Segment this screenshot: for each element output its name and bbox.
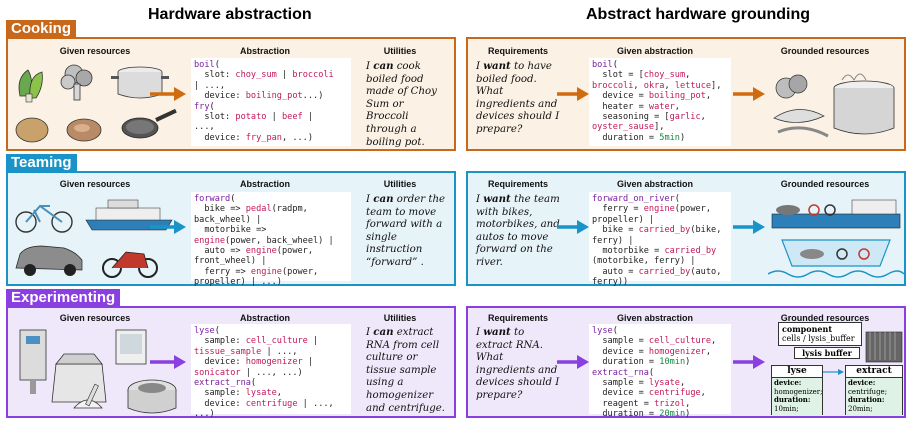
teaming-col-grounded-resources: Grounded resources bbox=[780, 179, 870, 189]
grounded-lysis-buffer: lysis buffer bbox=[794, 347, 860, 359]
grounded-lyse-device-value: homogenizer; bbox=[774, 387, 823, 396]
bike-icon bbox=[15, 204, 73, 233]
cooking-right-arrow-1 bbox=[557, 85, 591, 103]
cooking-resources-illustration bbox=[12, 58, 182, 148]
heading-hardware-abstraction: Hardware abstraction bbox=[148, 6, 312, 23]
incubator-icon bbox=[115, 329, 147, 365]
teaming-requirement-text: I want the team with bikes, motorbikes, … bbox=[476, 193, 560, 268]
teaming-given-abstraction-code: forward_on_river( ferry = engine(power, … bbox=[589, 192, 731, 287]
ferry-with-vehicles-icon bbox=[771, 199, 901, 229]
experimenting-col-abstraction: Abstraction bbox=[239, 313, 290, 323]
grounded-lyse-duration-value: 10min; bbox=[774, 404, 799, 413]
section-tag-experimenting: Experimenting bbox=[6, 289, 121, 306]
vegetables-icon bbox=[773, 74, 829, 138]
grounded-extract-device-value: centrifuge; bbox=[848, 387, 888, 396]
section-tag-cooking: Cooking bbox=[6, 20, 76, 37]
teaming-utility-text: I can order the team to move forward wit… bbox=[366, 193, 446, 268]
teaming-col-given-resources: Given resources bbox=[59, 179, 131, 189]
choy-sum-icon bbox=[18, 69, 43, 103]
experimenting-given-abstraction-code: lyse( sample = cell_culture, device = ho… bbox=[589, 324, 731, 419]
grounded-tube-rack bbox=[864, 322, 904, 368]
teaming-resources-illustration bbox=[12, 192, 182, 282]
experimenting-resources-illustration bbox=[12, 324, 182, 416]
centrifuge-icon bbox=[127, 379, 177, 414]
mortar-pestle-icon bbox=[73, 383, 103, 409]
grounded-lyse-to-extract-arrow bbox=[823, 368, 845, 376]
motorbike-icon bbox=[102, 251, 158, 278]
teaming-right-arrow-2 bbox=[733, 218, 767, 236]
cooking-abstraction-code: boil( slot: choy_sum | broccoli | ..., d… bbox=[191, 58, 351, 146]
cooking-col-utilities: Utilities bbox=[383, 46, 417, 56]
beef-icon bbox=[66, 118, 102, 142]
experimenting-col-grounded-resources: Grounded resources bbox=[780, 313, 870, 323]
experimenting-abstraction-code: lyse( sample: cell_culture | tissue_samp… bbox=[191, 324, 351, 419]
grounded-extract-device-label: device: bbox=[848, 378, 876, 387]
teaming-col-given-abstraction: Given abstraction bbox=[616, 179, 694, 189]
potato-icon bbox=[15, 117, 49, 143]
car-icon bbox=[15, 245, 83, 276]
broccoli-icon bbox=[60, 64, 93, 101]
teaming-col-requirements: Requirements bbox=[487, 179, 549, 189]
experimenting-col-given-abstraction: Given abstraction bbox=[616, 313, 694, 323]
experimenting-right-arrow-2 bbox=[733, 353, 767, 371]
grounded-extract-duration-value: 20min; bbox=[848, 404, 873, 413]
experimenting-col-utilities: Utilities bbox=[383, 313, 417, 323]
cooking-col-requirements: Requirements bbox=[487, 46, 549, 56]
grounded-extract-box: extract device: centrifuge; duration: 20… bbox=[845, 365, 903, 416]
cooking-right-arrow-2 bbox=[733, 85, 767, 103]
experimenting-left-arrow bbox=[150, 353, 188, 371]
teaming-left-arrow bbox=[150, 218, 188, 236]
teaming-right-arrow-1 bbox=[557, 218, 591, 236]
experimenting-col-requirements: Requirements bbox=[487, 313, 549, 323]
cooking-col-given-resources: Given resources bbox=[59, 46, 131, 56]
grounded-component-box: component cells / lysis_buffer bbox=[778, 322, 862, 346]
grounded-lyse-duration-label: duration: bbox=[774, 395, 811, 405]
boiling-pot-icon bbox=[111, 66, 169, 99]
grounded-extract-duration-label: duration: bbox=[848, 395, 885, 405]
fry-pan-icon bbox=[121, 108, 177, 139]
teaming-col-utilities: Utilities bbox=[383, 179, 417, 189]
river-waves-icon bbox=[768, 239, 904, 278]
homogenizer-icon bbox=[19, 329, 47, 394]
experimenting-col-given-resources: Given resources bbox=[59, 313, 131, 323]
experimenting-requirement-text: I want to extract RNA. What ingredients … bbox=[476, 326, 560, 401]
grounded-lyse-box: lyse device: homogenizer; duration: 10mi… bbox=[771, 365, 823, 416]
sonicator-icon bbox=[51, 353, 107, 403]
grounded-lyse-device-label: device: bbox=[774, 378, 802, 387]
teaming-grounded-illustration bbox=[768, 192, 904, 282]
cooking-left-arrow bbox=[150, 85, 188, 103]
experimenting-right-arrow-1 bbox=[557, 353, 591, 371]
cooking-requirement-text: I want to have boiled food. What ingredi… bbox=[476, 60, 560, 135]
grounded-lyse-title: lyse bbox=[772, 366, 822, 378]
cooking-col-given-abstraction: Given abstraction bbox=[616, 46, 694, 56]
teaming-col-abstraction: Abstraction bbox=[239, 179, 290, 189]
boiling-pot-grounded-icon bbox=[833, 73, 895, 135]
grounded-component-title: component bbox=[782, 324, 833, 334]
cooking-given-abstraction-code: boil( slot = [choy_sum, broccoli, okra, … bbox=[589, 58, 731, 146]
cooking-grounded-illustration bbox=[768, 58, 904, 148]
cooking-col-grounded-resources: Grounded resources bbox=[780, 46, 870, 56]
heading-abstract-hardware-grounding: Abstract hardware grounding bbox=[586, 6, 811, 23]
grounded-component-value: cells / lysis_buffer bbox=[782, 334, 855, 343]
teaming-abstraction-code: forward( bike => pedal(radpm, back_wheel… bbox=[191, 192, 351, 287]
experimenting-utility-text: I can extract RNA from cell culture or t… bbox=[366, 326, 446, 414]
section-tag-teaming: Teaming bbox=[6, 154, 77, 171]
cooking-col-abstraction: Abstraction bbox=[239, 46, 290, 56]
grounded-extract-title: extract bbox=[846, 366, 902, 378]
cooking-utility-text: I can cook boiled food made of Choy Sum … bbox=[366, 60, 437, 148]
